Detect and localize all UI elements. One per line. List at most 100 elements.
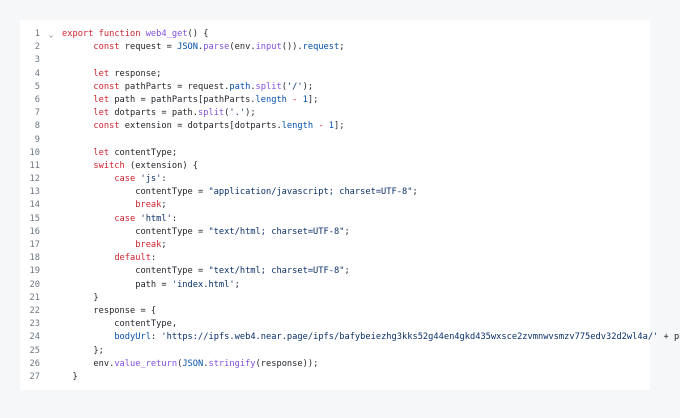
code-text: env.value_return(JSON.stringify(response… <box>62 358 318 371</box>
code-token: ( <box>224 108 230 119</box>
line-number: 20 <box>29 279 40 290</box>
code-token: let <box>93 108 115 119</box>
code-token: response = { <box>62 305 157 316</box>
code-token: env. <box>62 358 115 369</box>
line-number: 3 <box>34 55 40 66</box>
line-number: 22 <box>29 305 40 316</box>
code-token: path = pathParts[pathParts. <box>114 94 256 105</box>
code-token: 'index.html' <box>171 279 235 290</box>
code-text: contentType = "application/javascript; c… <box>62 186 417 199</box>
code-token: switch <box>93 160 131 171</box>
line-number: 4 <box>34 68 40 79</box>
code-token: JSON <box>177 42 199 53</box>
code-token <box>62 161 93 171</box>
code-token: ; <box>339 42 345 53</box>
code-token: response; <box>114 68 162 79</box>
code-token: contentType, <box>62 319 178 330</box>
code-token <box>62 332 114 342</box>
code-line: 21 } <box>20 292 650 305</box>
code-text: bodyUrl: 'https://ipfs.web4.near.page/ip… <box>62 331 680 344</box>
code-token: ]; <box>307 94 319 105</box>
code-token: "text/html; charset=UTF-8" <box>208 226 345 237</box>
code-token: 'js' <box>140 174 162 185</box>
code-token: bodyUrl <box>114 332 151 343</box>
code-token: : <box>150 253 157 264</box>
code-token: length <box>281 121 314 132</box>
code-line: 9 <box>20 134 650 147</box>
code-token: ; <box>234 279 240 290</box>
code-token: ( <box>281 81 287 92</box>
code-token: () { <box>187 29 209 39</box>
code-text: break; <box>62 239 167 252</box>
code-token <box>62 108 93 118</box>
code-text: case 'js': <box>62 173 167 186</box>
code-line: 26 env.value_return(JSON.stringify(respo… <box>20 358 650 371</box>
code-token <box>62 240 135 250</box>
code-text: default: <box>62 252 156 265</box>
code-text: }; <box>62 345 104 358</box>
code-token: . <box>250 81 256 92</box>
code-token: pathParts = request. <box>124 81 230 92</box>
code-line: 4 let response; <box>20 68 650 81</box>
code-token: ); <box>245 108 256 119</box>
line-number: 19 <box>29 266 40 277</box>
code-token <box>62 148 93 158</box>
line-number: 1 <box>34 29 40 39</box>
code-token: path = <box>62 279 172 290</box>
code-text: path = 'index.html'; <box>62 279 240 292</box>
code-token: dotparts = path. <box>114 108 198 119</box>
code-token: length <box>255 94 287 105</box>
code-token <box>62 174 114 184</box>
code-line: 5 const pathParts = request.path.split('… <box>20 81 650 94</box>
line-number: 13 <box>29 187 40 198</box>
code-token: contentType = <box>62 187 209 198</box>
line-number: 27 <box>29 371 40 382</box>
code-token: case <box>114 213 141 224</box>
code-line: 10 let contentType; <box>20 147 650 160</box>
code-token: case <box>114 174 141 185</box>
code-token: ; <box>161 240 167 250</box>
code-text: contentType, <box>62 318 177 331</box>
code-text: } <box>62 292 98 305</box>
code-token <box>62 253 114 263</box>
code-token: ); <box>302 81 314 92</box>
code-token: . <box>198 42 204 53</box>
fold-chevron-icon[interactable]: ⌄ <box>48 30 54 39</box>
code-text: let contentType; <box>62 147 177 160</box>
code-token: path <box>229 81 251 92</box>
code-text: const extension = dotparts[dotparts.leng… <box>62 120 344 133</box>
line-number: 21 <box>29 292 40 303</box>
code-token: + path <box>663 332 680 343</box>
code-text: case 'html': <box>62 213 177 226</box>
line-number: 10 <box>29 147 40 158</box>
code-token: : <box>161 174 167 185</box>
code-token: extension = dotparts[dotparts. <box>124 121 282 132</box>
code-line: 18 default: <box>20 252 650 265</box>
code-line: 24 bodyUrl: 'https://ipfs.web4.near.page… <box>20 331 680 344</box>
code-line: 11 switch (extension) { <box>20 160 650 173</box>
code-token <box>62 121 93 131</box>
code-line: 19 contentType = "text/html; charset=UTF… <box>20 265 650 278</box>
code-text: let dotparts = path.split('.'); <box>62 107 256 120</box>
line-number: 18 <box>29 253 40 264</box>
line-number: 5 <box>34 81 40 92</box>
code-line: 7 let dotparts = path.split('.'); <box>20 107 650 120</box>
code-token: ; <box>344 266 350 277</box>
code-token: ()). <box>281 42 303 53</box>
code-text: response = { <box>62 305 156 318</box>
code-text: contentType = "text/html; charset=UTF-8"… <box>62 265 350 278</box>
code-text: switch (extension) { <box>62 160 198 173</box>
line-number: 15 <box>29 213 40 224</box>
line-number: 17 <box>29 240 40 250</box>
line-number: 2 <box>34 42 40 53</box>
code-token: request = <box>124 42 178 53</box>
code-token: break <box>135 240 162 250</box>
line-number: 24 <box>29 332 40 343</box>
code-token: }; <box>62 345 104 356</box>
code-token: web4_get <box>145 29 188 39</box>
line-number: 11 <box>29 160 40 171</box>
code-token: 'html' <box>140 213 172 224</box>
code-token: default <box>114 253 151 264</box>
code-token: (response)); <box>255 358 319 369</box>
code-token: request <box>302 42 340 53</box>
